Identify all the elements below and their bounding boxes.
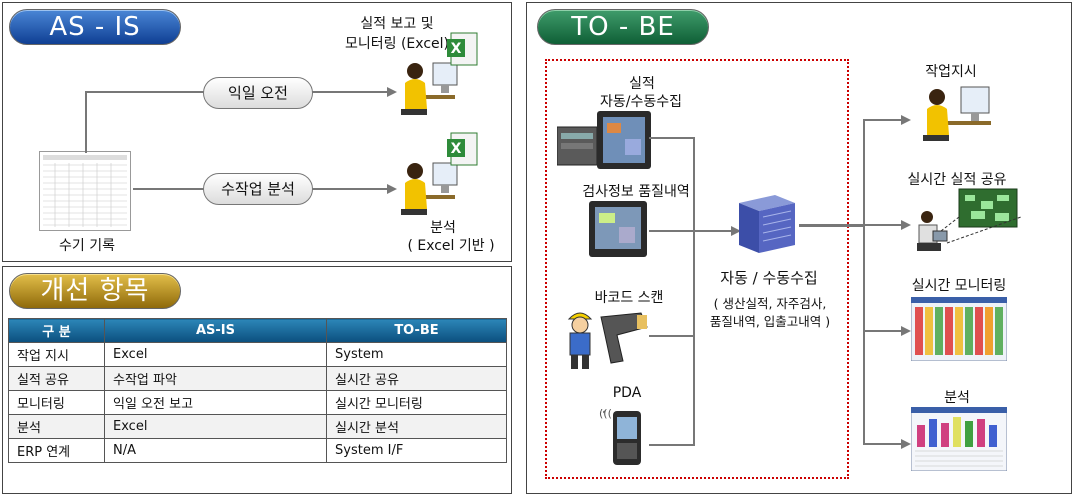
row-category: 모니터링 <box>8 390 105 415</box>
header-category: 구 분 <box>8 318 105 343</box>
server-icon <box>739 195 795 253</box>
bus-to-server <box>693 230 735 232</box>
row-asis: N/A <box>104 438 327 463</box>
report-label-line1: 실적 보고 및 <box>360 16 434 32</box>
row-asis: 익일 오전 보고 <box>104 390 327 415</box>
output-bus-vertical <box>863 119 865 445</box>
source-connector-1 <box>649 137 695 139</box>
svg-text:X: X <box>451 41 462 57</box>
manual-form-icon <box>39 151 131 231</box>
wireless-signal-icon: ((( <box>599 407 612 420</box>
asis-title: AS - IS <box>9 9 181 45</box>
table-row: 모니터링 익일 오전 보고 실시간 모니터링 <box>8 390 507 415</box>
output-connector-2 <box>863 224 903 226</box>
output-connector-3 <box>863 330 903 332</box>
row-category: ERP 연계 <box>8 438 105 463</box>
output-arrowhead-4 <box>901 439 911 449</box>
row-asis: Excel <box>104 342 327 367</box>
office-worker-icon <box>401 62 458 115</box>
report-label-line2: 모니터링 (Excel) <box>345 36 449 52</box>
row-tobe: 실시간 모니터링 <box>326 390 507 415</box>
svg-text:X: X <box>451 141 462 157</box>
row-asis: 수작업 파악 <box>104 366 327 391</box>
source-label-line1: 실적 <box>629 76 655 92</box>
table-header-row: 구 분 AS-IS TO-BE <box>8 318 507 343</box>
row-tobe: System <box>326 342 507 367</box>
output-label-work-order: 작업지시 <box>925 64 977 80</box>
tobe-panel: TO - BE 실적 자동/수동수집 검사정보 품질내역 바코드 스캔 PDA <box>526 2 1072 494</box>
row-category: 실적 공유 <box>8 366 105 391</box>
manual-record-label: 수기 기록 <box>59 238 115 254</box>
barcode-scanner-icon <box>600 312 648 364</box>
monitoring-screen-icon <box>911 297 1007 361</box>
table-row: 분석 Excel 실시간 분석 <box>8 414 507 439</box>
tobe-title: TO - BE <box>537 9 709 45</box>
manual-analysis-bubble: 수작업 분석 <box>203 173 313 205</box>
table-row: ERP 연계 N/A System I/F <box>8 438 507 463</box>
output-label-realtime-share: 실시간 실적 공유 <box>907 172 1007 188</box>
row-tobe: System I/F <box>326 438 507 463</box>
output-label-analysis: 분석 <box>944 390 970 406</box>
server-to-outputs <box>799 224 865 227</box>
barcode-label: 바코드 스캔 <box>594 290 664 306</box>
row-category: 작업 지시 <box>8 342 105 367</box>
asis-arrowhead-top <box>387 87 397 97</box>
header-tobe: TO-BE <box>326 318 507 343</box>
center-sub-line2: 품질내역, 입출고내역 ) <box>709 314 831 329</box>
touch-panel-icon <box>589 201 647 257</box>
table-row: 실적 공유 수작업 파악 실시간 공유 <box>8 366 507 391</box>
analysis-label-line2: ( Excel 기반 ) <box>407 238 495 254</box>
output-connector-1 <box>863 119 903 121</box>
center-sub-line1: ( 생산실적, 자주검사, <box>713 296 827 311</box>
analysis-label-line1: 분석 <box>430 220 456 236</box>
improvement-title: 개선 항목 <box>9 273 181 309</box>
source-connector-3 <box>649 335 695 337</box>
asis-panel: AS - IS 수기 기록 익일 오전 수작업 분석 실적 보고 및 모니터링 … <box>2 2 512 262</box>
analysis-screen-icon <box>911 407 1007 471</box>
worker-helmet-icon <box>567 312 593 369</box>
inspection-label: 검사정보 품질내역 <box>582 184 690 200</box>
plc-controller-icon <box>557 111 651 169</box>
output-arrowhead-3 <box>901 326 911 336</box>
comparison-table: 구 분 AS-IS TO-BE 작업 지시 Excel System 실적 공유… <box>8 318 507 463</box>
center-title: 자동 / 수동수집 <box>720 269 818 287</box>
row-tobe: 실시간 분석 <box>326 414 507 439</box>
table-row: 작업 지시 Excel System <box>8 342 507 367</box>
output-arrowhead-2 <box>901 220 911 230</box>
source-label-line2: 자동/수동수집 <box>600 94 682 110</box>
row-asis: Excel <box>104 414 327 439</box>
source-connector-2 <box>649 230 695 232</box>
output-arrowhead-1 <box>901 115 911 125</box>
source-bus-vertical <box>693 137 695 446</box>
excel-icon: X <box>447 132 478 166</box>
collection-frame <box>545 59 849 479</box>
output-label-realtime-monitoring: 실시간 모니터링 <box>911 278 1007 294</box>
server-arrowhead <box>731 226 741 236</box>
asis-arrowhead-bottom <box>387 184 397 194</box>
next-morning-bubble: 익일 오전 <box>203 77 313 109</box>
row-tobe: 실시간 공유 <box>326 366 507 391</box>
source-connector-4 <box>649 444 695 446</box>
pda-device-icon <box>601 409 641 465</box>
pda-label: PDA <box>612 385 642 401</box>
monitoring-operator-icon <box>917 188 1022 251</box>
analyst-worker-icon <box>401 162 458 215</box>
excel-icon: X <box>447 32 478 66</box>
asis-connector-vertical <box>85 91 87 153</box>
office-worker-icon <box>923 86 991 141</box>
output-connector-4 <box>863 443 903 445</box>
header-asis: AS-IS <box>104 318 327 343</box>
row-category: 분석 <box>8 414 105 439</box>
